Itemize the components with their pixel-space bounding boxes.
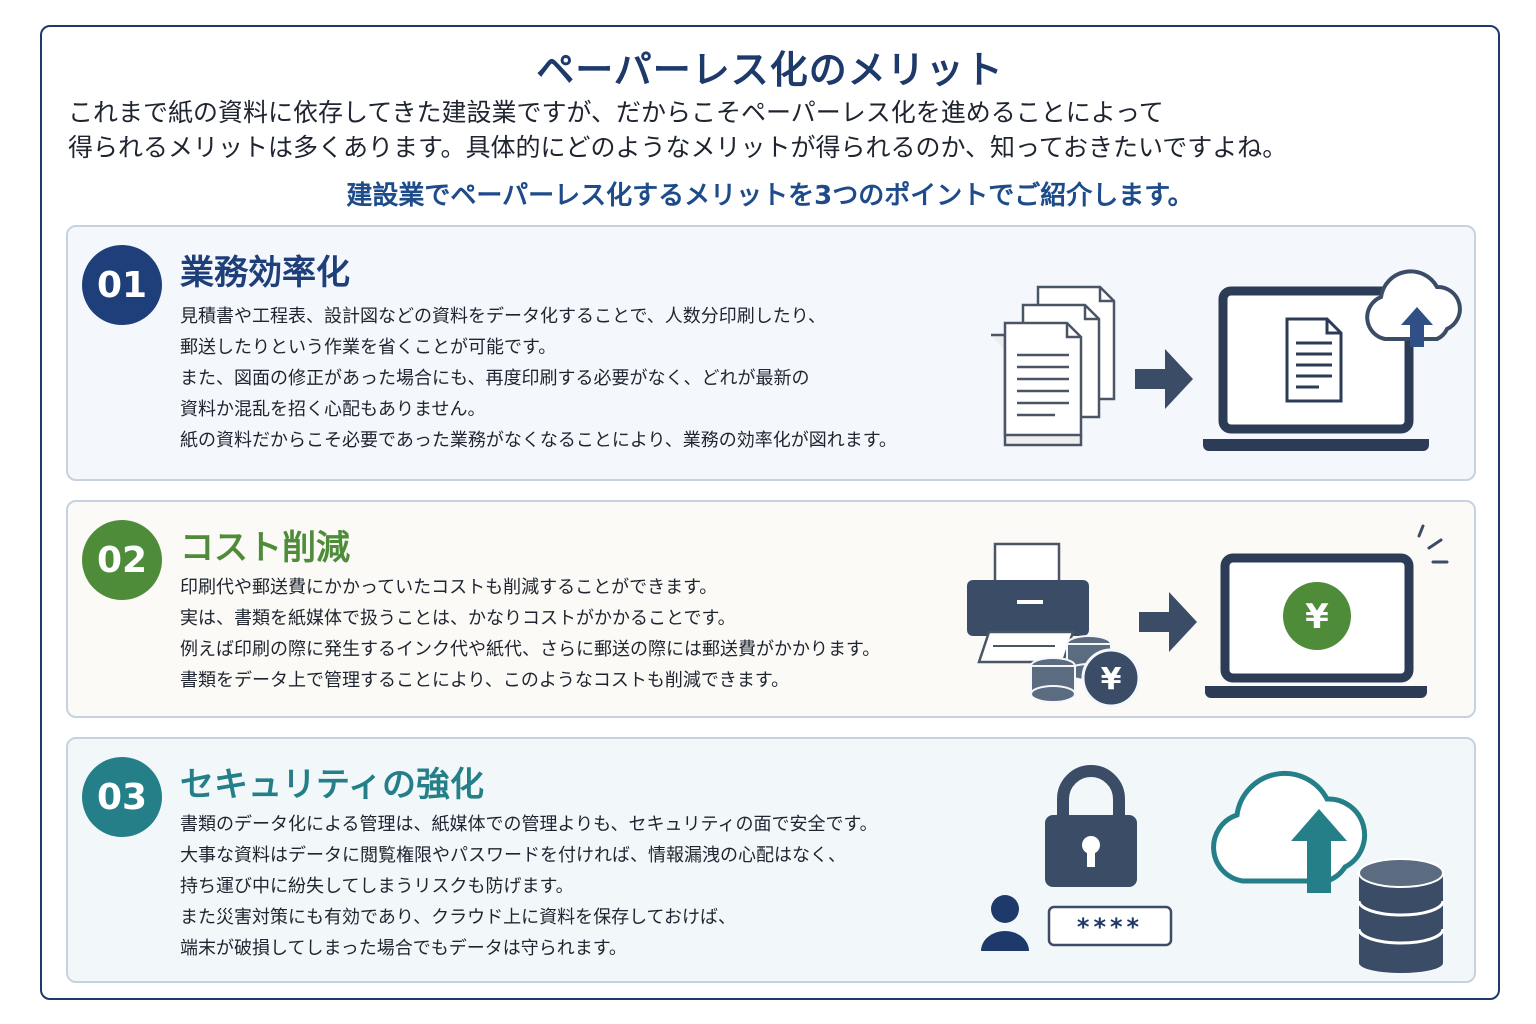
intro-line: これまで紙の資料に依存してきた建設業ですが、だからこそペーパーレス化を進めること… [68,98,1164,127]
point-number-badge: 01 [82,245,162,325]
yen-icon: ¥ [1283,582,1351,650]
point-body: 見積書や工程表、設計図などの資料をデータ化することで、人数分印刷したり、 郵送し… [180,301,1000,456]
point-line: 見積書や工程表、設計図などの資料をデータ化することで、人数分印刷したり、 [180,306,827,327]
point-line: また災害対策にも有効であり、クラウド上に資料を保存しておけば、 [180,907,737,928]
infographic-frame: ペーパーレス化のメリット これまで紙の資料に依存してきた建設業ですが、だからこそ… [40,25,1500,1000]
point-line: また、図面の修正があった場合にも、再度印刷する必要がなく、どれが最新の [180,368,810,389]
cloud-upload-icon [1365,269,1462,347]
password-mask: **** [1077,913,1143,941]
paper-stack-icon [991,285,1116,447]
point-line: 例えば印刷の際に発生するインク代や紙代、さらに郵送の際には郵送費がかかります。 [180,639,881,660]
arrow-right-icon [1135,349,1193,409]
padlock-icon [1045,765,1137,887]
database-icon [1357,858,1445,973]
point-line: 印刷代や郵送費にかかっていたコストも削減することができます。 [180,577,718,598]
point-body: 書類のデータ化による管理は、紙媒体での管理よりも、セキュリティの面で安全です。 … [180,809,1000,964]
point-heading: 業務効率化 [180,253,350,293]
yen-symbol: ¥ [1101,662,1122,697]
user-icon [981,895,1029,951]
intro-text: これまで紙の資料に依存してきた建設業ですが、だからこそペーパーレス化を進めること… [68,95,1488,165]
document-icon [1285,317,1343,403]
point-line: 実は、書類を紙媒体で扱うことは、かなりコストがかかることです。 [180,608,736,629]
point-line: 郵送したりという作業を省くことが可能です。 [180,337,557,358]
point-line: 書類をデータ上で管理することにより、このようなコストも削減できます。 [180,670,790,691]
point-card-security: 03 セキュリティの強化 書類のデータ化による管理は、紙媒体での管理よりも、セキ… [66,737,1476,983]
subtitle: 建設業でペーパーレス化するメリットを3つのポイントでご紹介します。 [346,181,1194,211]
point-number-badge: 02 [82,520,162,600]
point-card-cost: 02 コスト削減 印刷代や郵送費にかかっていたコストも削減することができます。 … [66,500,1476,718]
point-line: 持ち運び中に紛失してしまうリスクも防げます。 [180,876,574,897]
point-line: 大事な資料はデータに閲覧権限やパスワードを付ければ、情報漏洩の心配はなく、 [180,845,846,866]
point-line: 資料か混乱を招く心配もありません。 [180,399,486,420]
cloud-upload-icon [1211,770,1368,893]
sparkle-icon [1417,524,1449,564]
point-line: 書類のデータ化による管理は、紙媒体での管理よりも、セキュリティの面で安全です。 [180,814,878,835]
main-title: ペーパーレス化のメリット [536,48,1004,92]
arrow-right-icon [1139,592,1197,652]
point-line: 端末が破損してしまった場合でもデータは守られます。 [180,938,627,959]
efficiency-illustration [991,269,1462,451]
point-number-badge: 03 [82,757,162,837]
yen-coin-icon: ¥ [1081,648,1141,708]
point-heading: コスト削減 [180,528,350,568]
point-line: 紙の資料だからこそ必要であった業務がなくなることにより、業務の効率化が図れます。 [180,430,897,451]
intro-line: 得られるメリットは多くあります。具体的にどのようなメリットが得られるのか、知って… [68,133,1288,162]
printer-icon [967,542,1089,664]
password-field-icon: **** [1047,905,1173,947]
point-body: 印刷代や郵送費にかかっていたコストも削減することができます。 実は、書類を紙媒体… [180,572,1000,696]
yen-symbol: ¥ [1305,597,1329,637]
point-card-efficiency: 01 業務効率化 見積書や工程表、設計図などの資料をデータ化することで、人数分印… [66,225,1476,481]
cost-illustration: ¥ ¥ [967,524,1449,708]
security-illustration: **** [981,765,1445,973]
point-heading: セキュリティの強化 [180,765,484,805]
